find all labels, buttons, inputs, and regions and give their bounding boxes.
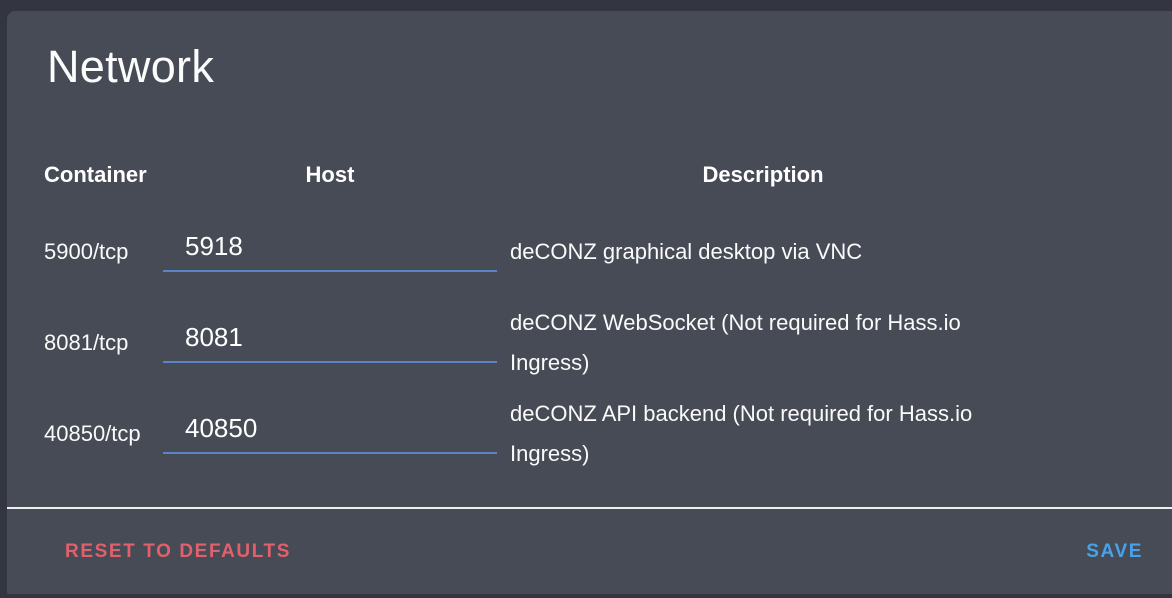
host-port-cell xyxy=(163,231,497,272)
container-port-label: 8081/tcp xyxy=(44,329,129,355)
port-description: deCONZ WebSocket (Not required for Hass.… xyxy=(510,309,961,375)
port-description: deCONZ API backend (Not required for Has… xyxy=(510,400,973,466)
host-port-cell xyxy=(163,322,497,363)
table-header-row: Container Host Description xyxy=(7,158,1172,192)
reset-to-defaults-button[interactable]: RESET TO DEFAULTS xyxy=(57,533,299,571)
container-port-label: 5900/tcp xyxy=(44,238,129,264)
table-row: 8081/tcp deCONZ WebSocket (Not required … xyxy=(7,297,1172,388)
save-button[interactable]: SAVE xyxy=(1078,533,1151,571)
column-header-container: Container xyxy=(44,162,147,187)
footer-divider xyxy=(7,507,1172,509)
table-row: 5900/tcp deCONZ graphical desktop via VN… xyxy=(7,206,1172,297)
ports-table: Container Host Description 5900/tcp deCO… xyxy=(7,158,1172,479)
column-header-host: Host xyxy=(305,162,355,187)
host-port-input[interactable] xyxy=(163,231,497,272)
page-title: Network xyxy=(47,41,215,92)
host-port-input[interactable] xyxy=(163,413,497,454)
column-header-description: Description xyxy=(702,162,824,187)
container-port-label: 40850/tcp xyxy=(44,420,141,446)
card-actions: RESET TO DEFAULTS SAVE xyxy=(7,509,1172,594)
host-port-input[interactable] xyxy=(163,322,497,363)
port-description: deCONZ graphical desktop via VNC xyxy=(510,238,863,264)
table-row: 40850/tcp deCONZ API backend (Not requir… xyxy=(7,388,1172,479)
host-port-cell xyxy=(163,413,497,454)
network-config-card: Network Container Host Description 5900/… xyxy=(7,11,1172,594)
